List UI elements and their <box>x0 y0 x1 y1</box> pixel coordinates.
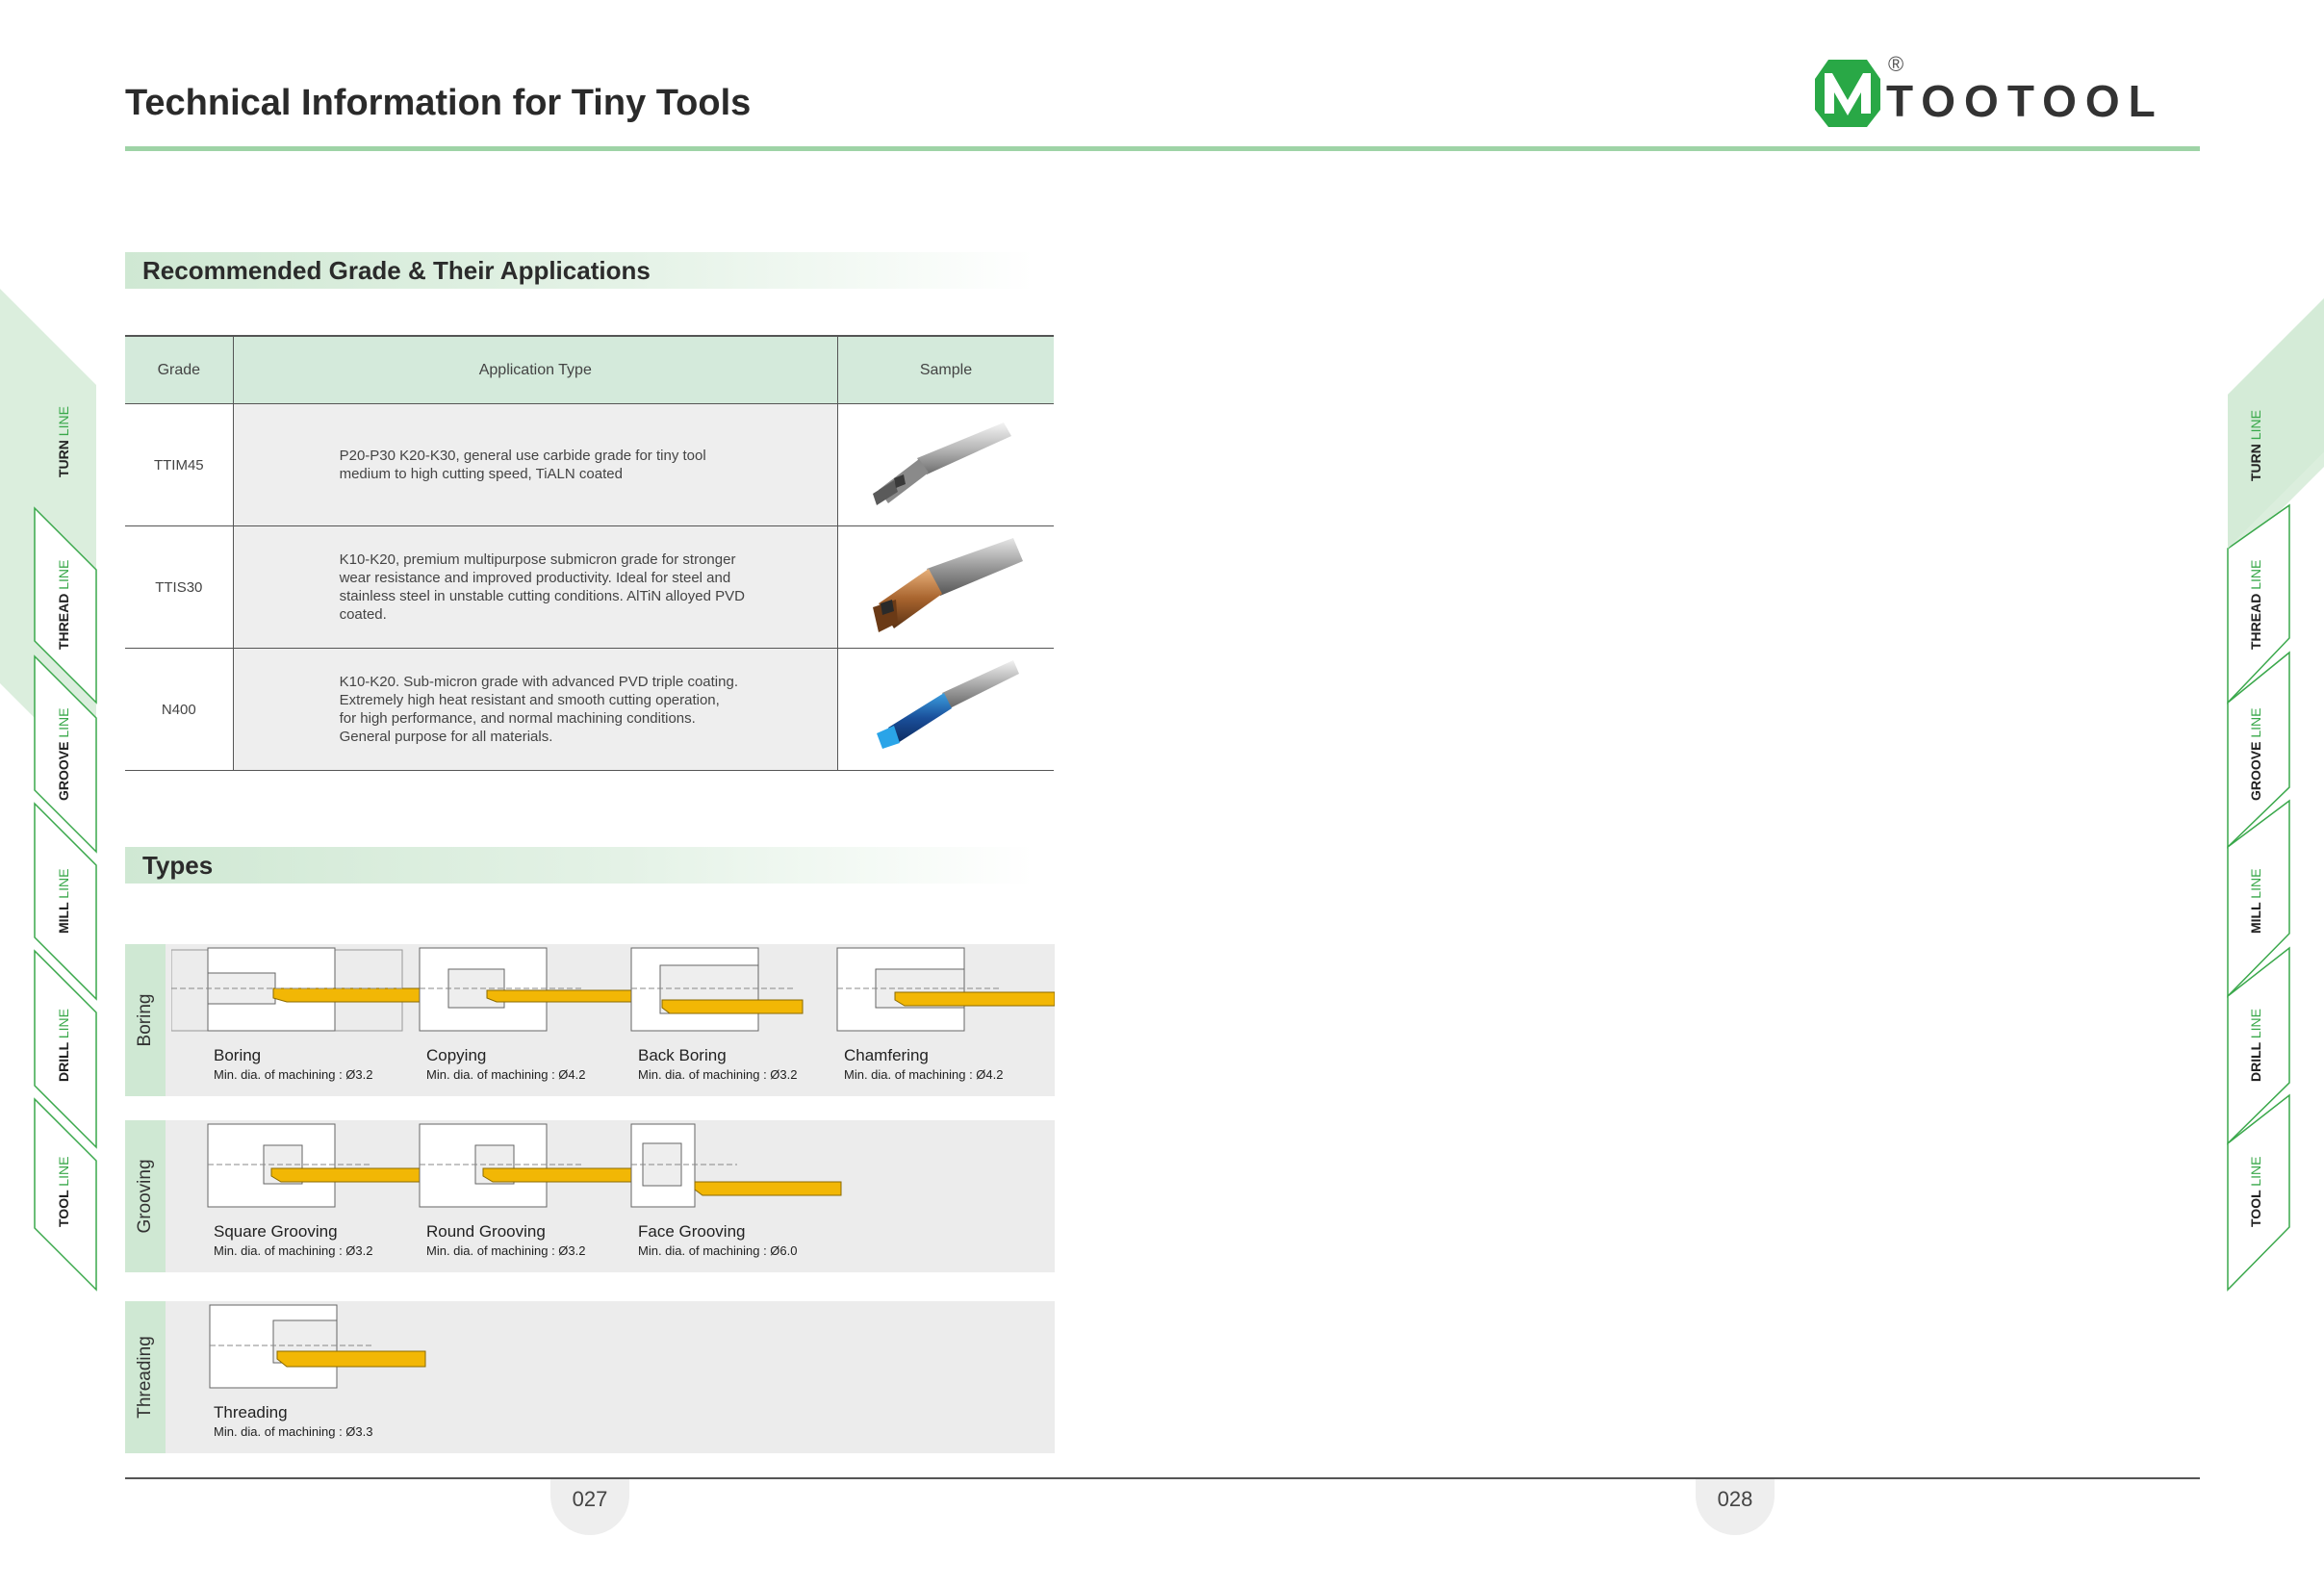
boring-diagrams <box>171 947 1055 1032</box>
column-header-grade: Grade <box>125 335 234 404</box>
table-row: TTIS30 K10-K20, premium multipurpose sub… <box>125 525 1054 649</box>
type-min-dia: Min. dia. of machining : Ø3.2 <box>638 1067 798 1082</box>
type-min-dia: Min. dia. of machining : Ø3.2 <box>214 1067 373 1082</box>
back-boring-diagram-icon <box>630 947 804 1032</box>
application-line: K10-K20, premium multipurpose submicron … <box>339 551 736 568</box>
tab-drill-line-right[interactable]: DRILL LINE <box>2248 1009 2263 1082</box>
application-cell: K10-K20. Sub-micron grade with advanced … <box>233 648 838 771</box>
grooving-panel: Grooving Square Grooving Min. dia. of ma… <box>125 1120 1055 1272</box>
application-cell: K10-K20, premium multipurpose submicron … <box>233 525 838 649</box>
tab-turn-line-right[interactable]: TURN LINE <box>2248 410 2263 481</box>
types-section-heading: Types <box>125 847 1034 884</box>
application-line: for high performance, and normal machini… <box>339 710 696 727</box>
tab-mill-line-left[interactable]: MILL LINE <box>56 868 71 934</box>
header-rule <box>125 146 2200 151</box>
application-line: General purpose for all materials. <box>339 729 553 745</box>
silver-boring-bar-image <box>872 423 1011 505</box>
type-min-dia: Min. dia. of machining : Ø4.2 <box>844 1067 1004 1082</box>
copying-diagram-icon <box>419 947 632 1032</box>
threading-diagram-icon <box>209 1304 426 1389</box>
square-grooving-diagram-icon <box>207 1123 424 1208</box>
footer-rule <box>125 1477 2200 1479</box>
application-line: medium to high cutting speed, TiALN coat… <box>339 466 623 482</box>
face-grooving-diagram-icon <box>630 1123 842 1208</box>
bronze-boring-bar-image <box>872 538 1023 632</box>
right-tab-strip <box>2227 298 2324 1292</box>
page-number-right: 028 <box>1696 1479 1775 1535</box>
round-grooving-diagram-icon <box>419 1123 634 1208</box>
type-name: Threading <box>214 1403 288 1422</box>
types-heading-text: Types <box>142 851 214 880</box>
chamfering-diagram-icon <box>836 947 1055 1032</box>
tab-groove-line-left[interactable]: GROOVE LINE <box>56 707 71 801</box>
application-line: stainless steel in unstable cutting cond… <box>339 588 745 604</box>
grade-table: Grade Application Type Sample TTIM45 P20… <box>125 335 1054 771</box>
tab-tool-line-left[interactable]: TOOL LINE <box>56 1156 71 1227</box>
type-name: Boring <box>214 1046 262 1064</box>
left-tab-strip <box>0 289 97 1292</box>
application-line: K10-K20. Sub-micron grade with advanced … <box>339 674 738 690</box>
tab-groove-line-right[interactable]: GROOVE LINE <box>2248 707 2263 801</box>
type-name: Copying <box>426 1046 487 1064</box>
sample-cell <box>837 648 1054 771</box>
grade-cell: TTIM45 <box>125 403 234 526</box>
sample-cell <box>837 525 1054 649</box>
registered-mark: ® <box>1888 52 1904 76</box>
type-name: Back Boring <box>638 1046 727 1064</box>
type-name: Chamfering <box>844 1046 929 1064</box>
application-line: P20-P30 K20-K30, general use carbide gra… <box>339 448 706 464</box>
type-name: Round Grooving <box>426 1222 546 1241</box>
boring-diagram-icon <box>171 947 461 1032</box>
brand-logo <box>1809 50 2204 137</box>
boring-panel: Boring Boring Min. dia. <box>125 944 1055 1096</box>
type-min-dia: Min. dia. of machining : Ø3.2 <box>426 1243 586 1258</box>
type-name: Square Grooving <box>214 1222 338 1241</box>
tab-thread-line-left[interactable]: THREAD LINE <box>56 559 71 650</box>
grooving-diagrams <box>207 1123 842 1208</box>
brand-name: TOOTOOL <box>1886 76 2164 126</box>
application-cell: P20-P30 K20-K30, general use carbide gra… <box>233 403 838 526</box>
grooving-side-label: Grooving <box>125 1120 166 1272</box>
page-number-text: 027 <box>572 1487 608 1511</box>
page-number-text: 028 <box>1717 1487 1753 1511</box>
grades-section-heading: Recommended Grade & Their Applications <box>125 252 1034 289</box>
sample-cell <box>837 403 1054 526</box>
type-min-dia: Min. dia. of machining : Ø6.0 <box>638 1243 798 1258</box>
threading-diagrams <box>209 1304 426 1389</box>
type-min-dia: Min. dia. of machining : Ø3.3 <box>214 1424 373 1439</box>
brand-mark-icon <box>1815 60 1880 127</box>
tab-mill-line-right[interactable]: MILL LINE <box>2248 868 2263 934</box>
tab-tool-line-right[interactable]: TOOL LINE <box>2248 1156 2263 1227</box>
grades-heading-text: Recommended Grade & Their Applications <box>142 256 651 285</box>
table-row: TTIM45 P20-P30 K20-K30, general use carb… <box>125 403 1054 526</box>
tab-thread-line-right[interactable]: THREAD LINE <box>2248 559 2263 650</box>
page-number-left: 027 <box>550 1479 629 1535</box>
column-header-application: Application Type <box>233 335 838 404</box>
type-min-dia: Min. dia. of machining : Ø4.2 <box>426 1067 586 1082</box>
grade-cell: TTIS30 <box>125 525 234 649</box>
table-row: N400 K10-K20. Sub-micron grade with adva… <box>125 648 1054 771</box>
application-line: coated. <box>339 606 387 623</box>
tab-turn-line-left[interactable]: TURN LINE <box>56 406 71 477</box>
grade-cell: N400 <box>125 648 234 771</box>
threading-side-label: Threading <box>125 1301 166 1453</box>
type-name: Face Grooving <box>638 1222 746 1241</box>
blue-boring-bar-image <box>876 660 1019 749</box>
type-min-dia: Min. dia. of machining : Ø3.2 <box>214 1243 373 1258</box>
boring-side-label: Boring <box>125 944 166 1096</box>
threading-panel: Threading Threading Min. dia. of machini… <box>125 1301 1055 1453</box>
grade-table-header: Grade Application Type Sample <box>125 335 1054 404</box>
column-header-sample: Sample <box>837 335 1054 404</box>
application-line: wear resistance and improved productivit… <box>339 570 731 586</box>
tab-drill-line-left[interactable]: DRILL LINE <box>56 1009 71 1082</box>
application-line: Extremely high heat resistant and smooth… <box>339 692 720 708</box>
page-title: Technical Information for Tiny Tools <box>125 83 752 123</box>
